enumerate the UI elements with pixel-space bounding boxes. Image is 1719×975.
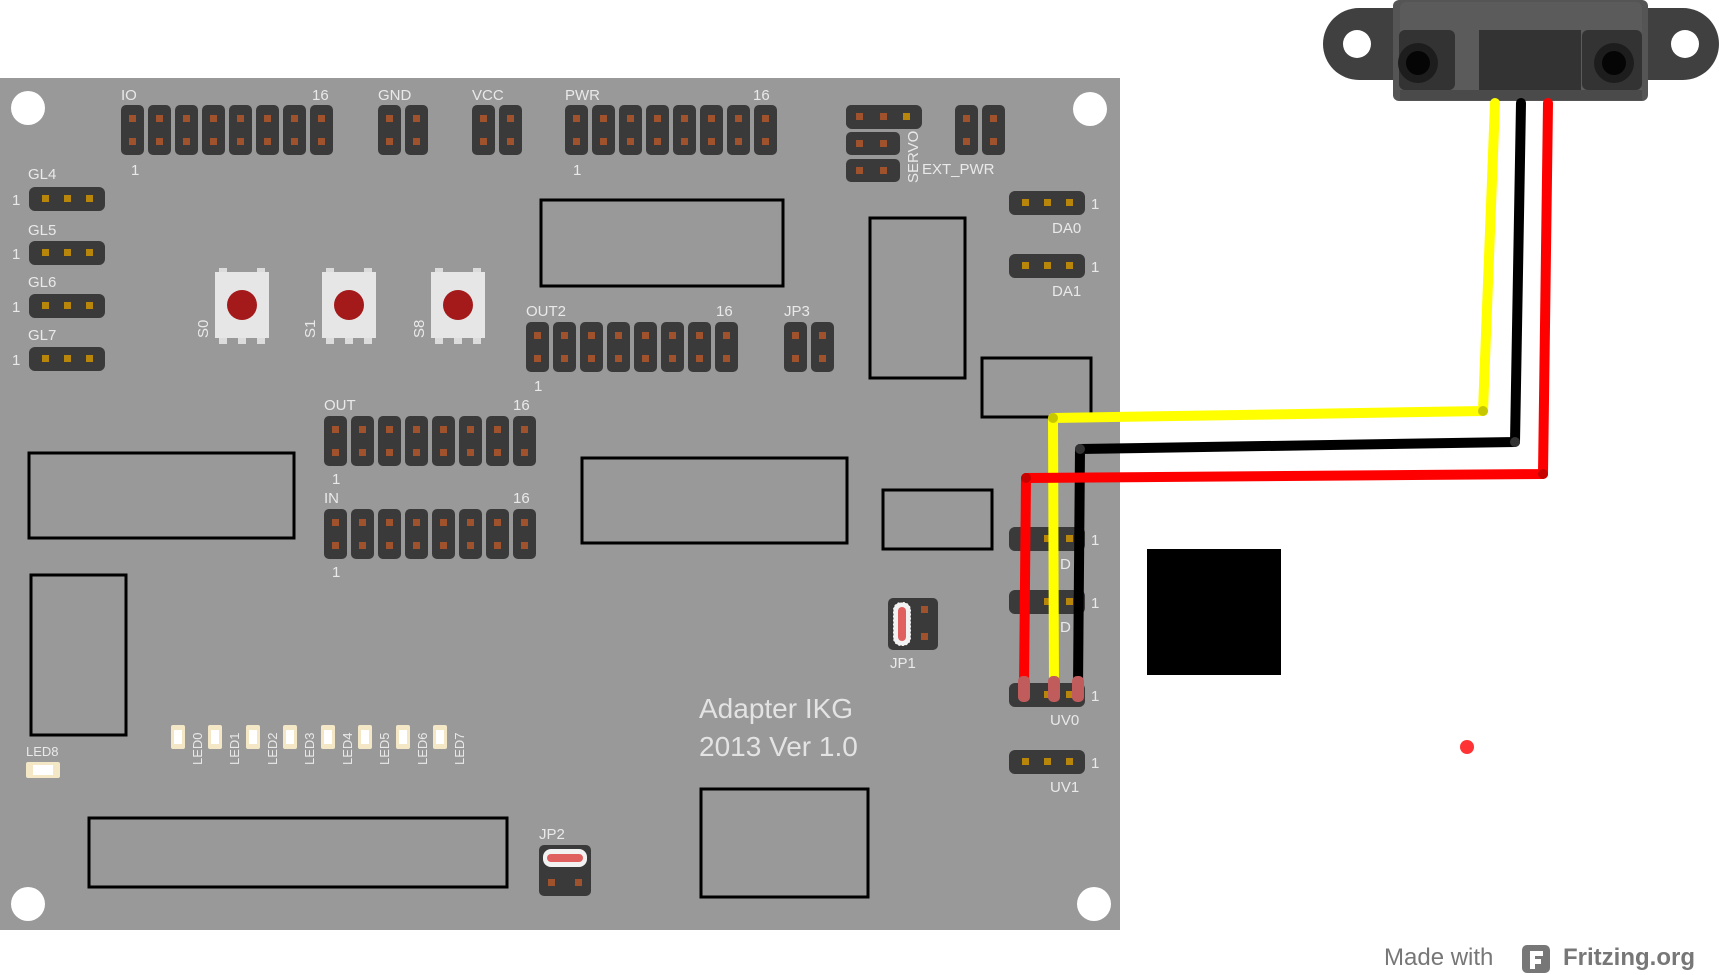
uv1-connector[interactable]: [1009, 750, 1085, 774]
board-title: Adapter IKG: [699, 693, 853, 724]
da1-pin1: 1: [1091, 259, 1099, 276]
led-2-label: LED2: [265, 732, 280, 765]
mount-hole-br: [1077, 887, 1111, 921]
da0-connector[interactable]: [1009, 191, 1085, 215]
d2-label: D: [1060, 556, 1071, 573]
red-dot: [1460, 740, 1474, 754]
gl4-label: GL4: [28, 166, 56, 183]
io-label: IO: [121, 87, 137, 104]
out2-pin1: 1: [534, 378, 542, 395]
in-pin1: 1: [332, 564, 340, 581]
led-7-label: LED7: [452, 732, 467, 765]
out-label: OUT: [324, 397, 356, 414]
gl7-pin1: 1: [12, 352, 20, 369]
button-s0-label: S0: [195, 320, 212, 338]
out-pin1: 1: [332, 471, 340, 488]
led-3-label: LED3: [302, 732, 317, 765]
gl6-pin1: 1: [12, 299, 20, 316]
led-5-label: LED5: [377, 732, 392, 765]
ext-pwr-label: EXT_PWR: [922, 161, 995, 178]
led-1-label: LED1: [227, 732, 242, 765]
wire-endpoints: [1018, 406, 1548, 702]
jp1-header[interactable]: [888, 598, 938, 650]
out-count: 16: [513, 397, 530, 414]
d3-label: D: [1060, 619, 1071, 636]
pwr-pin1: 1: [573, 162, 581, 179]
io-count: 16: [312, 87, 329, 104]
jp1-label: JP1: [890, 655, 916, 672]
led-5: [358, 725, 372, 749]
wire-black: [1073, 98, 1526, 693]
mount-hole-tl: [11, 91, 45, 125]
led-0: [171, 725, 185, 749]
wire-red: [1019, 98, 1553, 693]
footer-brand[interactable]: Fritzing.org: [1563, 944, 1695, 971]
da1-connector[interactable]: [1009, 254, 1085, 278]
led-6: [396, 725, 410, 749]
wire-yellow: [1048, 98, 1500, 693]
board: [0, 78, 1120, 930]
led-4-label: LED4: [340, 732, 355, 765]
gl7-connector[interactable]: [29, 347, 105, 371]
button-s0[interactable]: [215, 268, 269, 344]
gl4-pin1: 1: [12, 192, 20, 209]
led-1: [208, 725, 222, 749]
vcc-label: VCC: [472, 87, 504, 104]
mount-hole-bl: [11, 887, 45, 921]
led-2: [246, 725, 260, 749]
led-8: [26, 762, 60, 778]
da0-label: DA0: [1052, 220, 1081, 237]
black-component: [1147, 549, 1281, 675]
servo-rows[interactable]: [846, 105, 900, 182]
in-count: 16: [513, 490, 530, 507]
button-s1-label: S1: [302, 320, 319, 338]
button-s8[interactable]: [431, 268, 485, 344]
da0-pin1: 1: [1091, 196, 1099, 213]
gl6-label: GL6: [28, 274, 56, 291]
gnd-label: GND: [378, 87, 412, 104]
led-0-label: LED0: [190, 732, 205, 765]
ic-outlines: [27, 198, 1093, 899]
io-pin1: 1: [131, 162, 139, 179]
led-7: [433, 725, 447, 749]
board-subtitle: 2013 Ver 1.0: [699, 731, 858, 762]
footer-made-with: Made with: [1384, 944, 1493, 971]
button-s1[interactable]: [322, 268, 376, 344]
ir-sensor: [1323, 0, 1719, 101]
gl4-connector[interactable]: [29, 187, 105, 211]
led-6-label: LED6: [415, 732, 430, 765]
gl6-connector[interactable]: [29, 294, 105, 318]
mount-hole-tr: [1073, 92, 1107, 126]
gl5-pin1: 1: [12, 246, 20, 263]
jp2-header[interactable]: [539, 845, 591, 896]
button-s8-label: S8: [411, 320, 428, 338]
jp3-label: JP3: [784, 303, 810, 320]
gl5-connector[interactable]: [29, 241, 105, 265]
d3-pin1: 1: [1091, 595, 1099, 612]
da1-label: DA1: [1052, 283, 1081, 300]
out2-label: OUT2: [526, 303, 566, 320]
fritzing-logo-icon: [1522, 945, 1550, 973]
wires: [1019, 98, 1553, 693]
pwr-label: PWR: [565, 87, 600, 104]
led-3: [283, 725, 297, 749]
gl7-label: GL7: [28, 327, 56, 344]
gl5-label: GL5: [28, 222, 56, 239]
out2-count: 16: [716, 303, 733, 320]
led-8-label: LED8: [26, 744, 59, 759]
d2-pin1: 1: [1091, 532, 1099, 549]
led-4: [321, 725, 335, 749]
uv0-label: UV0: [1050, 712, 1079, 729]
jp2-label: JP2: [539, 826, 565, 843]
uv0-pin1: 1: [1091, 688, 1099, 705]
uv1-pin1: 1: [1091, 755, 1099, 772]
uv1-label: UV1: [1050, 779, 1079, 796]
pwr-count: 16: [753, 87, 770, 104]
in-label: IN: [324, 490, 339, 507]
servo-label: SERVO: [905, 131, 922, 183]
